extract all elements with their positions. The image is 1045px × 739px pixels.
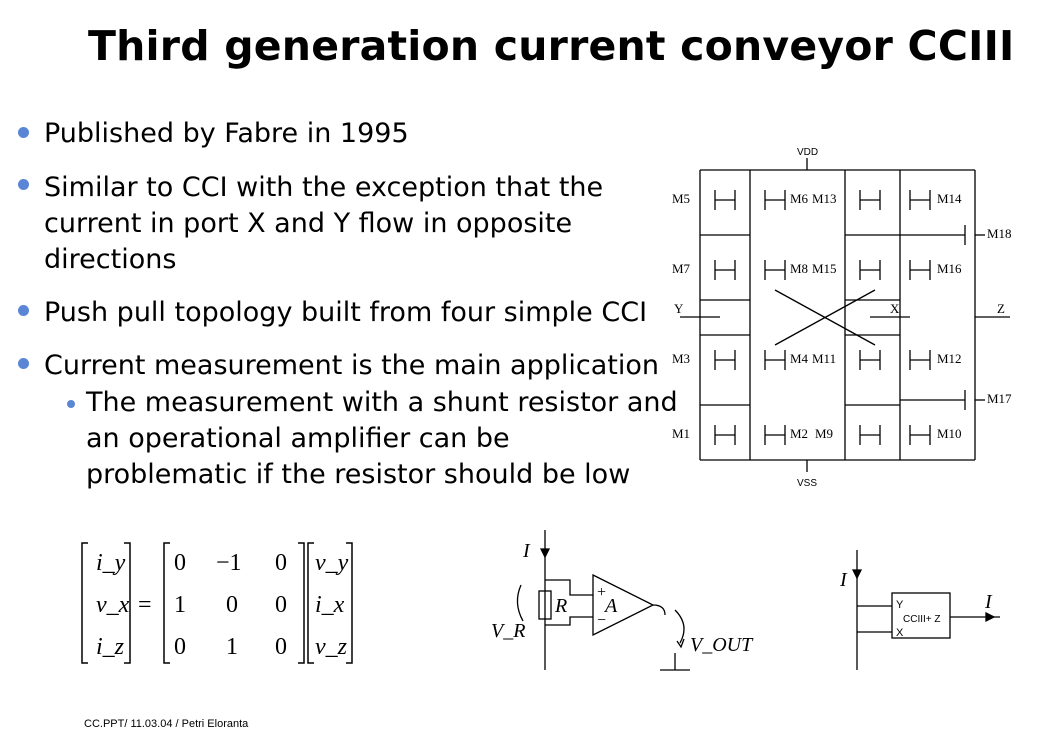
transistor-label: M2 [790, 426, 808, 441]
plus-sign: + [597, 584, 606, 601]
matrix-equals: = [138, 592, 152, 618]
block-y-port: Y [896, 599, 904, 611]
transistor-label: M8 [790, 261, 808, 276]
matrix-cell: 1 [174, 592, 186, 618]
matrix-right-0: v_y [315, 550, 349, 576]
slide-title: Third generation current conveyor CCIII [88, 22, 1015, 70]
transistor-label: M17 [987, 391, 1012, 406]
transistor-label: M3 [672, 351, 690, 366]
transistor-label: M5 [672, 191, 690, 206]
vss-label: VSS [797, 478, 817, 489]
transfer-matrix-equation: i_y v_x i_z v_y i_x v_z = 0 −1 0 1 0 0 0… [81, 542, 353, 664]
ccii-circuit-schematic: VDD VSS Y X Z M5 M6 M13 M14 M18 M7 M8 M1… [672, 147, 1012, 489]
matrix-cell: 0 [275, 550, 287, 576]
transistor-label: M13 [812, 191, 837, 206]
matrix-cell: 0 [174, 634, 186, 660]
bullet-dot [18, 179, 29, 190]
vr-label: V_R [491, 620, 525, 642]
slide-footer: CC.PPT/ 11.03.04 / Petri Eloranta [84, 718, 249, 730]
matrix-left-2: i_z [96, 634, 125, 660]
transistor-label: M1 [672, 426, 690, 441]
minus-sign: − [597, 612, 606, 629]
transistor-label: M4 [790, 351, 809, 366]
bullet-2-line-2: current in port X and Y flow in opposite [44, 208, 573, 239]
bullet-3: Push pull topology built from four simpl… [44, 297, 648, 328]
cciii-block-schematic: I I Y X CCIII+ Z [839, 550, 1000, 670]
bullet-2-line-1: Similar to CCI with the exception that t… [44, 172, 604, 203]
bullet-4: Current measurement is the main applicat… [44, 350, 659, 381]
matrix-right-1: i_x [315, 592, 345, 618]
current-label: I [522, 540, 531, 562]
sub-bullet-line-3: problematic if the resistor should be lo… [86, 459, 631, 490]
matrix-cell: 0 [174, 550, 186, 576]
transistor-label: M9 [815, 426, 833, 441]
resistor-label: R [554, 595, 567, 617]
z-terminal: Z [997, 301, 1005, 316]
matrix-cell: 1 [226, 634, 238, 660]
block-name: CCIII+ Z [903, 614, 941, 625]
transistor-label: M14 [937, 191, 962, 206]
matrix-cell: 0 [275, 634, 287, 660]
bullet-1: Published by Fabre in 1995 [44, 118, 409, 149]
sub-bullet-dot [67, 400, 75, 408]
amp-label: A [603, 595, 618, 617]
transistor-label: M6 [790, 191, 809, 206]
y-terminal: Y [674, 301, 684, 316]
transistor-label: M12 [937, 351, 962, 366]
matrix-right-2: v_z [315, 634, 348, 660]
transistor-label: M15 [812, 261, 837, 276]
transistor-label: M18 [987, 226, 1012, 241]
shunt-opamp-schematic: I R A V_R V_OUT + − [491, 530, 754, 671]
bullet-dot [18, 127, 29, 138]
current-in-label: I [839, 569, 848, 591]
vout-label: V_OUT [690, 634, 754, 656]
transistor-label: M7 [672, 261, 691, 276]
bullet-dot [18, 358, 29, 369]
matrix-left-0: i_y [96, 550, 126, 576]
matrix-left-1: v_x [96, 592, 130, 618]
vdd-label: VDD [797, 147, 818, 158]
transistor-label: M10 [937, 426, 962, 441]
block-x-port: X [896, 627, 904, 639]
x-terminal: X [890, 301, 900, 316]
bullet-dot [18, 305, 29, 316]
transistor-label: M11 [812, 351, 836, 366]
matrix-cell: −1 [216, 550, 242, 576]
bullet-2-line-3: directions [44, 244, 177, 275]
sub-bullet-line-2: an operational amplifier can be [86, 423, 510, 454]
matrix-cell: 0 [275, 592, 287, 618]
sub-bullet-line-1: The measurement with a shunt resistor an… [86, 387, 678, 418]
matrix-cell: 0 [226, 592, 238, 618]
transistor-label: M16 [937, 261, 962, 276]
current-out-label: I [984, 591, 993, 613]
